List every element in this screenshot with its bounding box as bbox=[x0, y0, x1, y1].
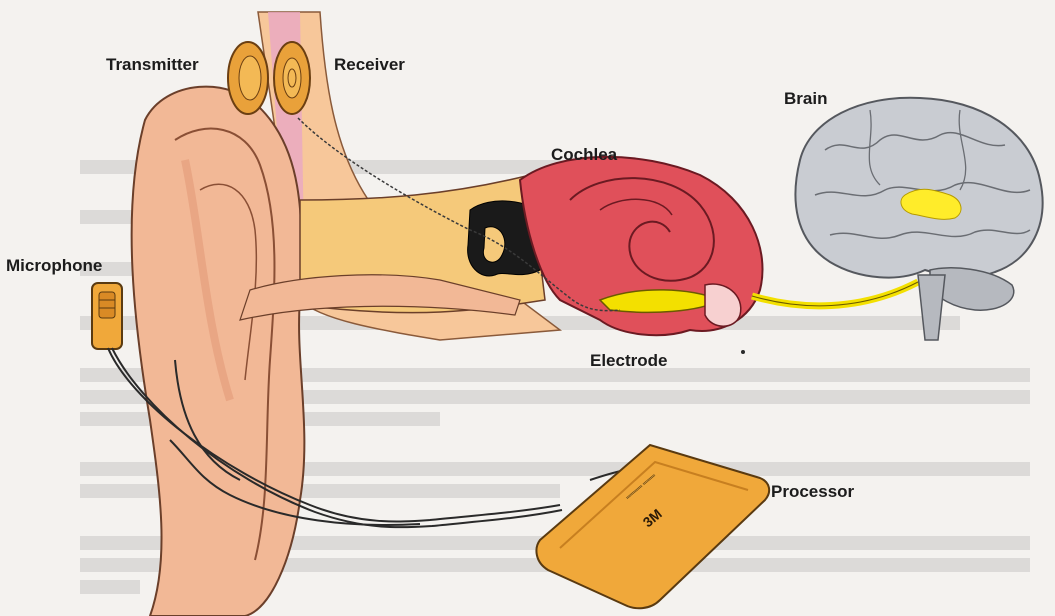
receiver-coil bbox=[274, 42, 310, 114]
label-transmitter: Transmitter bbox=[106, 55, 199, 75]
microphone-device bbox=[92, 283, 122, 349]
cochlea bbox=[520, 157, 763, 335]
label-brain: Brain bbox=[784, 89, 827, 109]
label-cochlea: Cochlea bbox=[551, 145, 617, 165]
label-receiver: Receiver bbox=[334, 55, 405, 75]
label-processor: Processor bbox=[771, 482, 854, 502]
label-electrode: Electrode bbox=[590, 351, 667, 371]
label-microphone: Microphone bbox=[6, 256, 102, 276]
marker-dot bbox=[741, 350, 745, 354]
brain-stem bbox=[918, 275, 945, 340]
transmitter-coil bbox=[228, 42, 268, 114]
